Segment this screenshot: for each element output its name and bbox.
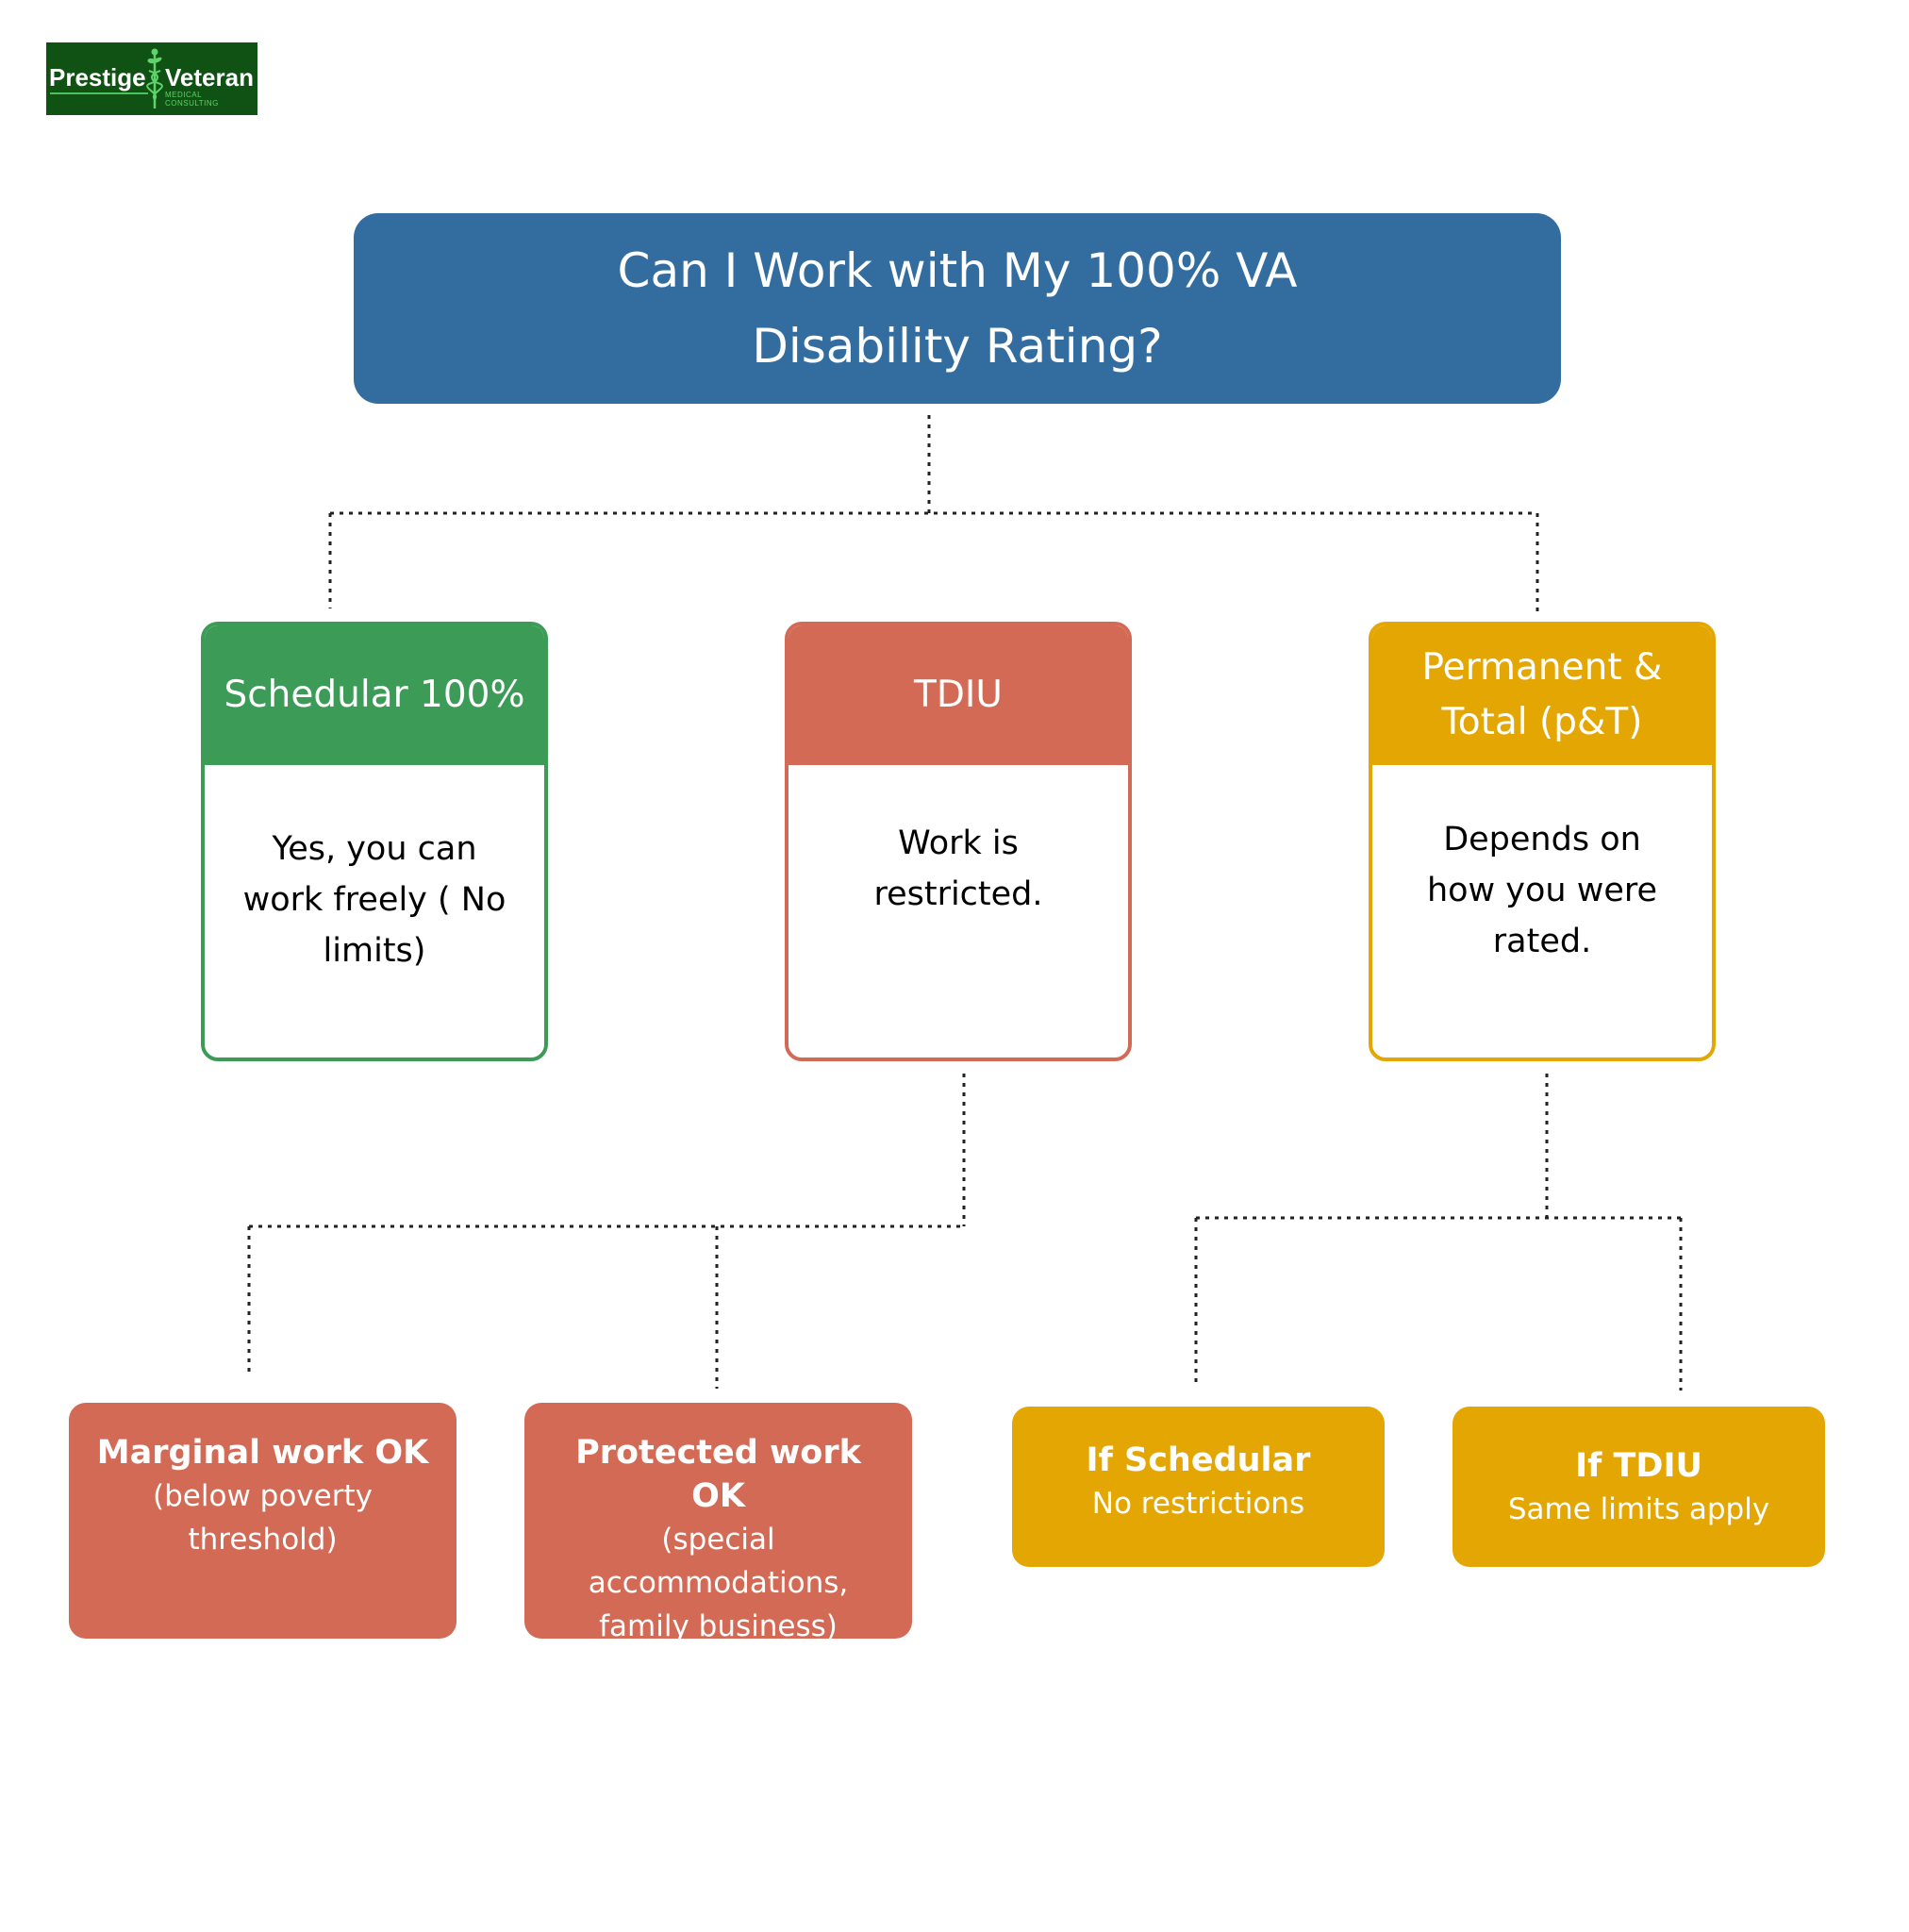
logo-underline [50,92,148,94]
card-permanent-total-body: Depends on how you were rated. [1426,821,1658,960]
logo-word-veteran: Veteran [165,63,254,92]
branch-marginal-work-title: Marginal work OK [96,1434,429,1472]
connector-pt-to-branches [1194,1074,1683,1391]
caduceus-icon [146,48,163,108]
branch-protected-work-detail: (special accommodations, family business… [588,1523,849,1643]
logo-word-prestige: Prestige [49,63,146,92]
card-tdiu-header: TDIU [788,625,1128,765]
branch-if-tdiu-title: If TDIU [1575,1447,1702,1485]
branch-if-schedular-detail: No restrictions [1091,1487,1305,1521]
title-box: Can I Work with My 100% VA Disability Ra… [354,213,1561,404]
card-tdiu: TDIU Work is restricted. [785,622,1132,1061]
card-schedular-body: Yes, you can work freely ( No limits) [242,830,506,970]
branch-marginal-work: Marginal work OK (below poverty threshol… [69,1403,456,1639]
branch-if-tdiu-detail: Same limits apply [1507,1492,1770,1526]
connector-tdiu-to-branches [247,1074,966,1389]
card-permanent-total: Permanent & Total (p&T) Depends on how y… [1369,622,1716,1061]
logo: Prestige Veteran MEDICAL CONSULTING [46,42,257,115]
card-permanent-total-header: Permanent & Total (p&T) [1372,625,1712,765]
logo-tagline: MEDICAL CONSULTING [165,91,219,108]
page-title: Can I Work with My 100% VA Disability Ra… [617,243,1298,374]
branch-protected-work-title: Protected work OK [575,1434,861,1515]
branch-if-schedular: If Schedular No restrictions [1012,1407,1385,1567]
branch-if-tdiu: If TDIU Same limits apply [1452,1407,1825,1567]
branch-if-schedular-title: If Schedular [1086,1441,1311,1479]
card-tdiu-body: Work is restricted. [873,824,1043,913]
connector-title-to-categories [328,415,1539,615]
card-schedular: Schedular 100% Yes, you can work freely … [201,622,548,1061]
branch-marginal-work-detail: (below poverty threshold) [153,1479,373,1557]
branch-protected-work: Protected work OK (special accommodation… [524,1403,912,1643]
card-schedular-header: Schedular 100% [205,625,544,765]
